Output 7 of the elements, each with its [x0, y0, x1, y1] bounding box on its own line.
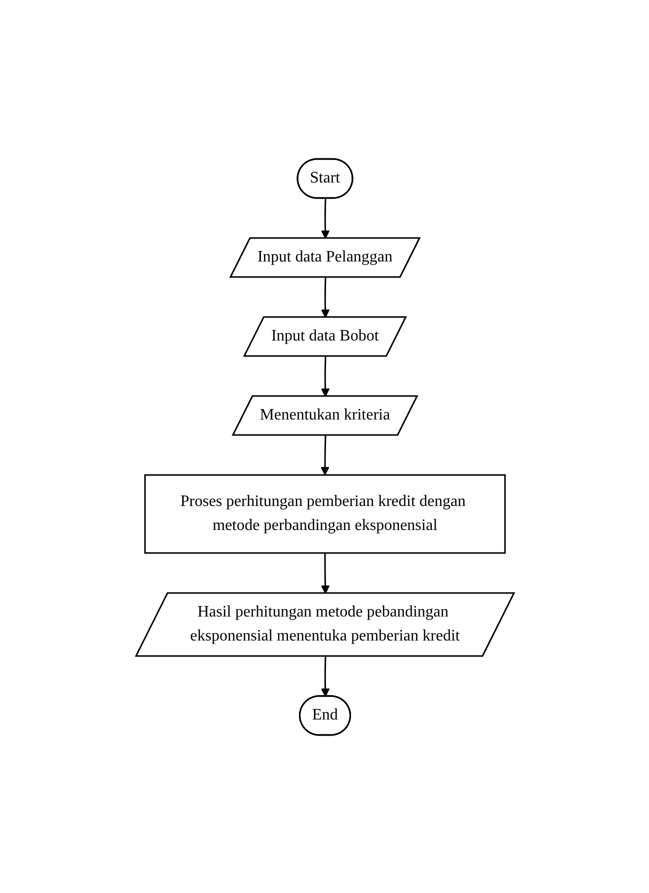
- arrow: [320, 552, 330, 594]
- arrow: [320, 198, 330, 238]
- arrow: [320, 356, 330, 396]
- arrow: [320, 656, 330, 696]
- node-box: Proses perhitungan pemberian kredit dengan metode perbandingan eksponensial: [144, 474, 506, 554]
- arrow: [320, 434, 329, 475]
- arrow: [320, 276, 330, 318]
